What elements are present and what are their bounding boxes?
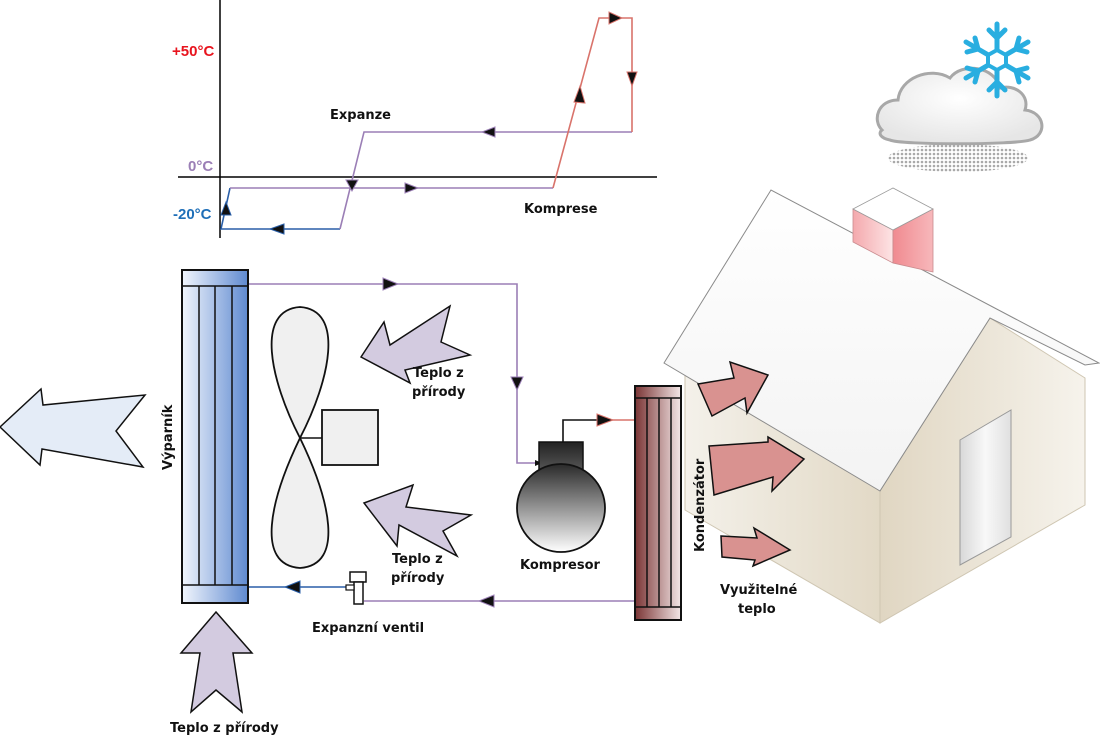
cycle-expansion-line (339, 131, 632, 230)
label-expansion-valve: Expanzní ventil (312, 621, 424, 636)
nature-heat-arrow-upper (359, 304, 473, 385)
label-usable-heat-1: Využitelné (720, 583, 798, 598)
usable-heat-arrow-bottom (720, 526, 792, 568)
exhaust-air-arrow (0, 387, 147, 469)
weather-cloud-icon (875, 66, 1044, 172)
label-nature-heat-upper-2: přírody (412, 385, 466, 400)
arrow-marker (404, 182, 420, 194)
fan-motor (321, 409, 379, 466)
arrow-marker (596, 413, 615, 427)
label-plus50: +50°C (172, 43, 214, 60)
label-usable-heat-2: teplo (738, 602, 776, 617)
cycle-compression-line (552, 17, 633, 189)
label-compressor: Kompresor (520, 558, 601, 573)
nature-heat-arrow-bottom (179, 610, 254, 714)
arrow-marker (382, 277, 400, 291)
label-nature-heat-lower-1: Teplo z (392, 552, 443, 567)
label-minus20: -20°C (173, 206, 212, 223)
label-zero: 0°C (188, 158, 213, 175)
usable-heat-arrow-top (696, 360, 770, 418)
nature-heat-arrow-lower (362, 483, 474, 558)
label-evaporator: Výparník (161, 404, 176, 470)
arrow-marker (220, 200, 232, 216)
fan-blade-bottom (270, 435, 330, 569)
arrow-marker (608, 11, 624, 25)
label-compression: Komprese (524, 202, 598, 217)
compressor (516, 441, 606, 553)
arrow-marker (477, 594, 495, 608)
arrow-marker (626, 71, 638, 88)
expansion-valve (345, 571, 367, 605)
arrow-marker (480, 126, 496, 138)
house-door (959, 409, 1012, 566)
arrow-marker (345, 179, 359, 193)
arrow-marker (283, 580, 301, 594)
arrow-marker (573, 84, 586, 104)
fan-blade-top (270, 306, 330, 440)
label-nature-heat-bottom: Teplo z přírody (170, 721, 279, 736)
label-condenser: Kondenzátor (693, 458, 708, 552)
snowflake-icon (963, 21, 1031, 99)
fan (270, 306, 379, 569)
pipe-discharge (562, 419, 597, 442)
house-roof (663, 189, 1100, 492)
refrigerant-circuit (248, 277, 635, 608)
cycle-low-temp-line (220, 187, 340, 230)
arrow-marker (510, 376, 524, 392)
house (663, 187, 1100, 624)
evaporator (181, 269, 249, 604)
usable-heat-arrow-middle (708, 435, 806, 496)
temperature-graph: +50°C 0°C -20°C Expanze Komprese (172, 0, 657, 238)
condenser (634, 385, 682, 621)
label-nature-heat-upper-1: Teplo z (413, 366, 464, 381)
house-chimney-top (852, 187, 934, 231)
arrow-marker (268, 223, 285, 235)
label-nature-heat-lower-2: přírody (391, 571, 445, 586)
label-expansion: Expanze (330, 108, 391, 123)
